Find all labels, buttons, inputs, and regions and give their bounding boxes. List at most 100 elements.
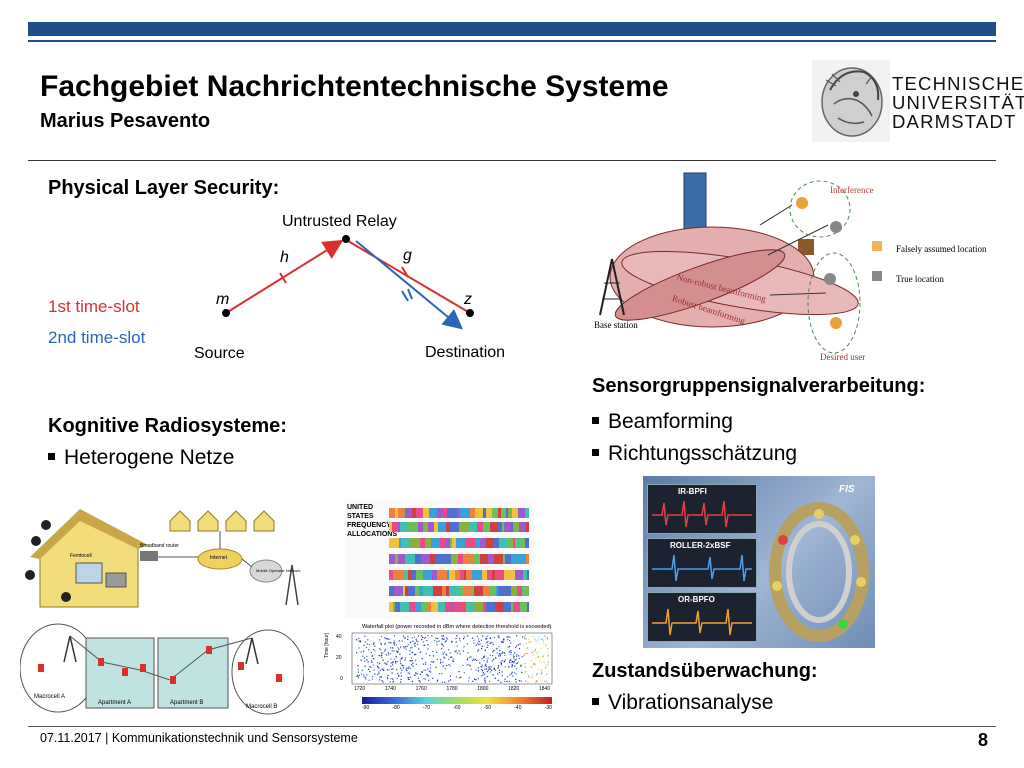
waterfall-cell — [413, 636, 415, 638]
spectrum-band — [434, 522, 438, 532]
waterfall-cell — [536, 653, 538, 655]
waterfall-cell — [466, 659, 468, 661]
waterfall-cell — [453, 660, 455, 662]
waterfall-cell — [483, 656, 485, 659]
waterfall-cell — [539, 660, 541, 662]
waterfall-cell — [430, 671, 432, 673]
spectrum-band — [515, 570, 523, 580]
waterfall-cell — [407, 677, 409, 679]
spectrum-band — [466, 602, 468, 612]
spectrum-band — [520, 538, 525, 548]
waterfall-cell — [367, 639, 369, 641]
waterfall-cell — [501, 671, 503, 673]
waterfall-cell — [448, 664, 450, 666]
spectrum-band — [409, 538, 416, 548]
waterfall-cell — [366, 643, 368, 645]
spectrum-band — [418, 522, 423, 532]
waterfall-cell — [387, 675, 389, 677]
waterfall-cell — [451, 640, 453, 642]
waterfall-cell — [363, 644, 365, 646]
waterfall-cell — [377, 662, 379, 664]
footer-rule — [28, 726, 996, 727]
waterfall-xtick: 1840 — [538, 686, 550, 692]
waterfall-cell — [485, 638, 487, 640]
waterfall-cell — [436, 651, 438, 653]
waterfall-cell — [401, 669, 403, 671]
waterfall-cell — [495, 657, 497, 659]
waterfall-cell — [411, 647, 413, 649]
waterfall-cell — [374, 673, 376, 675]
waterfall-cell — [422, 663, 425, 665]
second-time-slot-label: 2nd time-slot — [48, 328, 146, 347]
waterfall-cell — [411, 637, 413, 639]
spectrum-band — [427, 602, 431, 612]
waterfall-cell — [392, 668, 394, 670]
waterfall-cell — [498, 669, 501, 671]
waterfall-cell — [385, 663, 387, 665]
waterfall-cell — [532, 665, 534, 668]
waterfall-cell — [478, 641, 480, 643]
waterfall-cell — [440, 662, 442, 664]
waterfall-cell — [441, 644, 443, 646]
vibration-signal-3 — [652, 608, 752, 636]
waterfall-cell — [503, 638, 505, 640]
waterfall-cell — [485, 665, 488, 668]
waterfall-cell — [400, 672, 402, 674]
beamforming-figure — [599, 172, 882, 354]
waterfall-cell — [543, 680, 546, 682]
waterfall-cell — [484, 677, 486, 679]
waterfall-cell — [433, 661, 435, 663]
waterfall-cell — [509, 636, 511, 638]
waterfall-cell — [380, 676, 382, 678]
waterfall-cell — [540, 672, 542, 674]
waterfall-cell — [378, 667, 380, 669]
waterfall-cell — [393, 644, 395, 646]
page-title: Fachgebiet Nachrichtentechnische Systeme — [40, 70, 669, 103]
waterfall-cell — [399, 660, 401, 662]
spectrum-band — [499, 538, 507, 548]
waterfall-cell — [521, 636, 524, 638]
spectrum-band — [486, 508, 492, 518]
waterfall-cell — [424, 644, 426, 646]
waterfall-cell — [360, 659, 362, 661]
waterfall-cell — [417, 641, 419, 643]
waterfall-cell — [446, 664, 448, 667]
spectrum-band — [486, 538, 488, 548]
waterfall-cell — [364, 641, 367, 643]
waterfall-cell — [364, 635, 366, 637]
waterfall-cell — [487, 657, 489, 659]
spectrum-band — [446, 586, 449, 596]
waterfall-cell — [440, 659, 442, 661]
waterfall-cell — [486, 659, 488, 661]
waterfall-cell — [499, 653, 501, 655]
spectrum-band — [512, 508, 518, 518]
spectrum-band — [398, 554, 405, 564]
waterfall-cell — [525, 642, 527, 644]
waterfall-cell — [419, 673, 421, 675]
waterfall-cell — [373, 643, 375, 645]
waterfall-cell — [487, 640, 489, 642]
spectrum-band — [468, 538, 475, 548]
waterfall-cell — [456, 645, 458, 647]
spectrum-band — [490, 522, 498, 532]
spectrum-band — [503, 554, 505, 564]
spectrum-band — [475, 538, 480, 548]
waterfall-cell — [418, 648, 420, 650]
waterfall-cell — [384, 650, 386, 652]
waterfall-cell — [484, 649, 486, 651]
waterfall-cell — [416, 640, 418, 642]
waterfall-cell — [420, 651, 422, 653]
waterfall-cell — [486, 638, 488, 640]
athena-head-icon — [812, 60, 890, 142]
waterfall-cell — [356, 675, 358, 677]
waterfall-cell — [456, 652, 458, 654]
waterfall-cell — [467, 657, 469, 659]
waterfall-xticks: 1720 1740 1760 1780 1800 1820 1840 — [354, 686, 550, 692]
waterfall-cell — [508, 661, 511, 663]
waterfall-cell — [452, 658, 454, 660]
waterfall-cell — [379, 676, 381, 678]
spectrum-band — [451, 602, 453, 612]
spectrum-band — [405, 586, 408, 596]
waterfall-cell — [393, 650, 395, 652]
waterfall-cell — [502, 641, 505, 643]
